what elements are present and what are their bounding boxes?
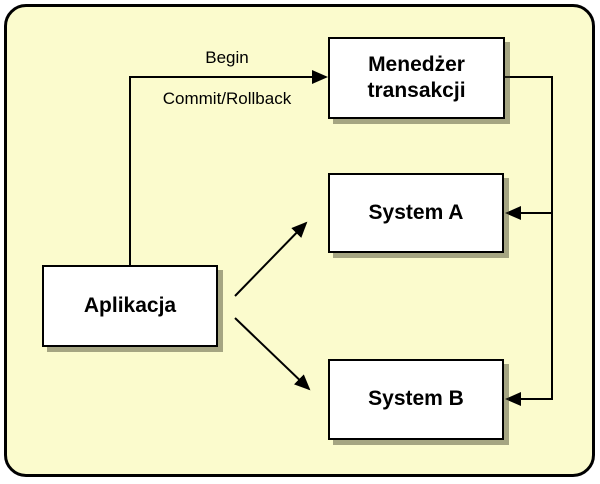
edge-label-begin: Begin: [205, 48, 249, 67]
edge-label-commit-rollback: Commit/Rollback: [162, 89, 292, 108]
node-system-a: System A: [328, 173, 504, 253]
diagram-canvas: [4, 4, 595, 477]
node-application: Aplikacja: [42, 265, 218, 347]
node-system-b: System B: [328, 359, 504, 440]
node-transaction-manager: Menedżer transakcji: [328, 37, 505, 119]
